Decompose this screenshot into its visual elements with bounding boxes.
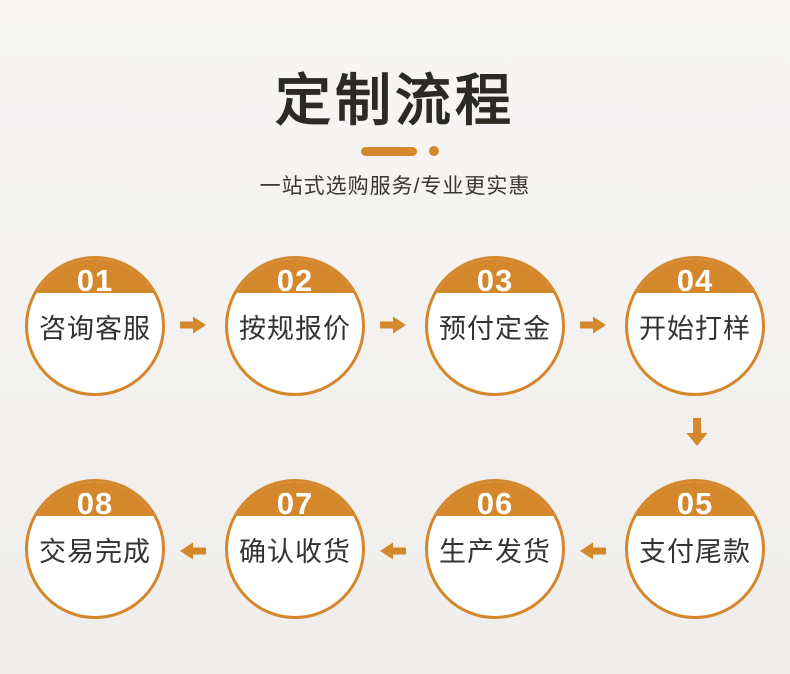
arrow-left-icon xyxy=(180,542,206,560)
step-number: 04 xyxy=(676,263,714,298)
step-circle-07: 07 确认收货 xyxy=(225,479,365,619)
step-number: 06 xyxy=(476,486,514,521)
step-label: 预付定金 xyxy=(439,313,551,344)
page-subtitle: 一站式选购服务/专业更实惠 xyxy=(259,175,531,198)
arrow-down-icon xyxy=(686,418,708,446)
divider-pill xyxy=(361,146,417,156)
step-label: 确认收货 xyxy=(239,536,351,567)
step-circle-05: 05 支付尾款 xyxy=(625,479,765,619)
step-label: 按规报价 xyxy=(239,313,351,344)
step-number: 01 xyxy=(76,263,114,298)
step-label: 生产发货 xyxy=(439,536,551,567)
step-number-badge: 02 xyxy=(228,259,362,298)
step-number: 03 xyxy=(476,263,514,298)
step-label: 交易完成 xyxy=(39,536,151,567)
step-circle-06: 06 生产发货 xyxy=(425,479,565,619)
step-number: 05 xyxy=(676,486,714,521)
step-number-badge: 08 xyxy=(28,482,162,521)
step-circle-01: 01 咨询客服 xyxy=(25,256,165,396)
title-divider xyxy=(5,146,790,156)
step-label: 开始打样 xyxy=(639,313,751,344)
step-number: 07 xyxy=(276,486,314,521)
step-number-badge: 05 xyxy=(628,482,762,521)
arrow-right-icon xyxy=(380,316,406,334)
step-number: 08 xyxy=(76,486,114,521)
page-title: 定制流程 xyxy=(275,69,515,132)
arrow-right-icon xyxy=(580,316,606,334)
step-number-badge: 06 xyxy=(428,482,562,521)
step-circle-04: 04 开始打样 xyxy=(625,256,765,396)
step-number-badge: 04 xyxy=(628,259,762,298)
arrow-right-icon xyxy=(180,316,206,334)
step-circle-08: 08 交易完成 xyxy=(25,479,165,619)
arrow-left-icon xyxy=(380,542,406,560)
step-circle-03: 03 预付定金 xyxy=(425,256,565,396)
step-label: 咨询客服 xyxy=(39,313,151,344)
step-number: 02 xyxy=(276,263,314,298)
step-number-badge: 03 xyxy=(428,259,562,298)
step-circle-02: 02 按规报价 xyxy=(225,256,365,396)
step-number-badge: 07 xyxy=(228,482,362,521)
arrow-left-icon xyxy=(580,542,606,560)
step-label: 支付尾款 xyxy=(639,536,751,567)
divider-dot xyxy=(429,146,439,156)
step-number-badge: 01 xyxy=(28,259,162,298)
